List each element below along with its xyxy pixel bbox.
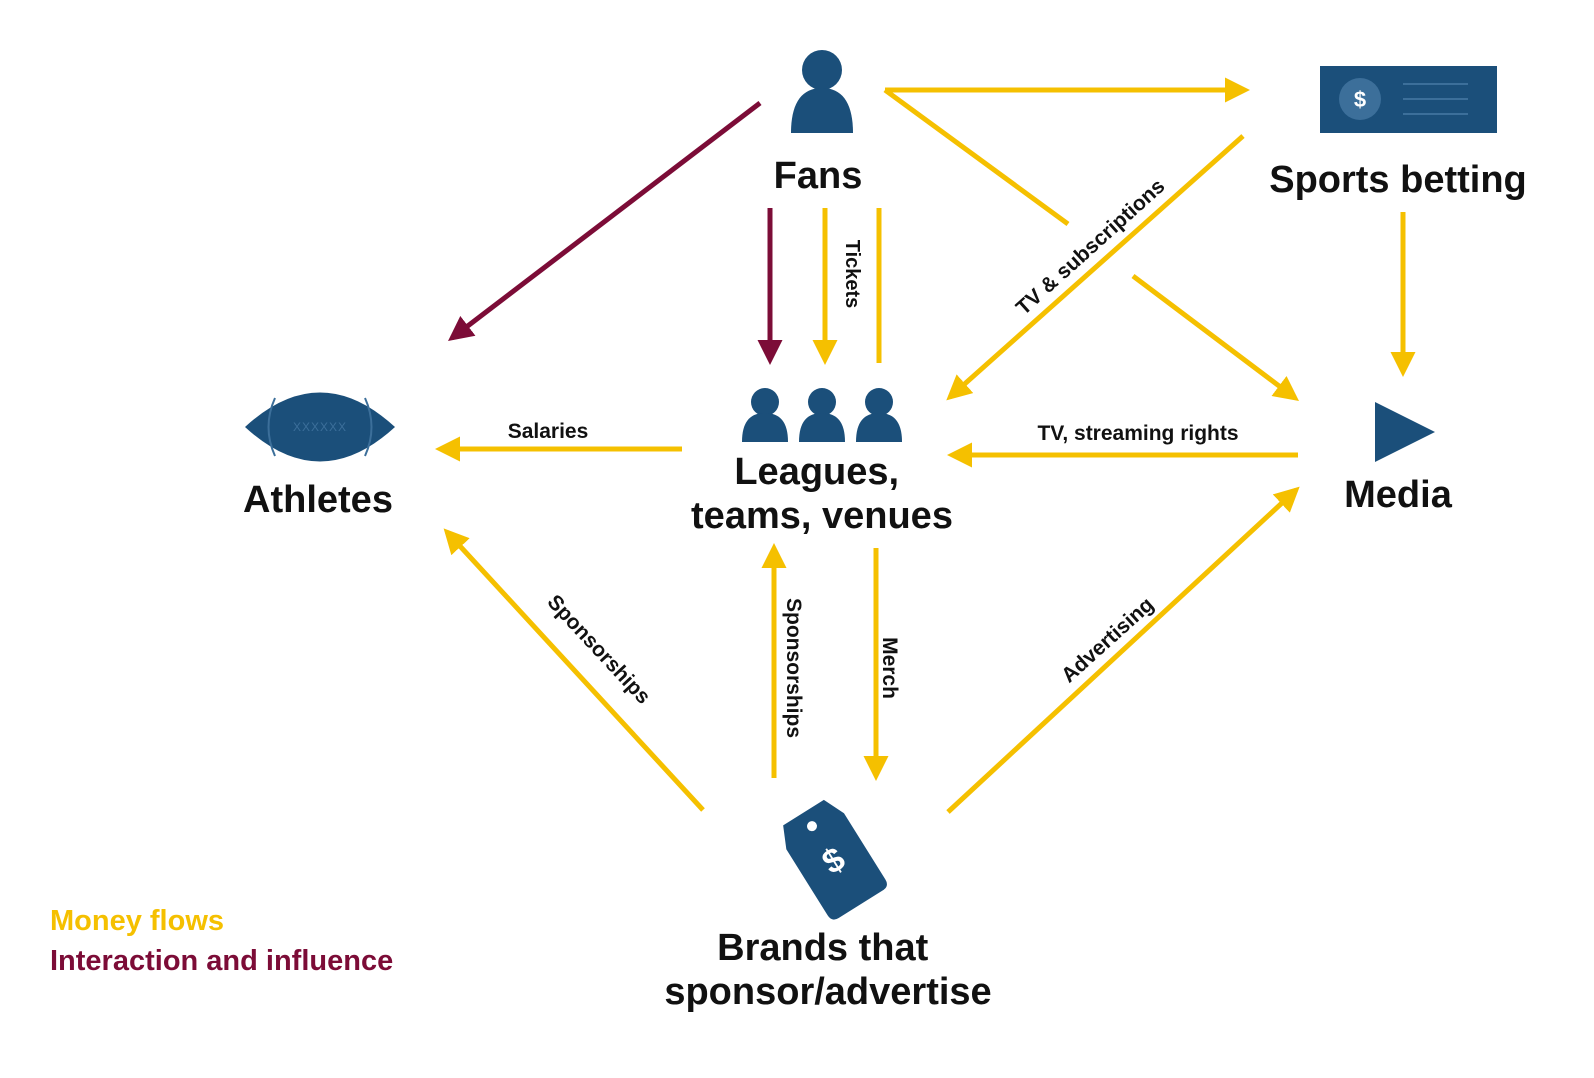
node-brands: $ Brands that sponsor/advertise (664, 799, 992, 1013)
leagues-label-line-2: teams, venues (691, 495, 953, 537)
label-merch: Merch (878, 637, 901, 699)
football-laces: XXXXXX (293, 420, 347, 434)
node-sports-betting: $ Sports betting (1269, 66, 1527, 201)
dollar-symbol: $ (1354, 87, 1366, 112)
play-icon (1375, 402, 1435, 462)
node-athletes: XXXXXX Athletes (243, 392, 395, 521)
legend: Money flows Interaction and influence (50, 905, 393, 977)
legend-interaction-influence: Interaction and influence (50, 945, 393, 977)
brands-label: Brands that sponsor/advertise (664, 927, 991, 1013)
label-tickets: Tickets (841, 240, 863, 309)
sports-betting-label: Sports betting (1269, 159, 1527, 201)
node-fans: Fans (774, 50, 863, 197)
arrow-fans-to-media-part1 (883, 87, 1070, 227)
label-advertising: Advertising (1057, 593, 1158, 687)
arrow-fans-to-athletes (448, 101, 762, 342)
arrow-brands-to-media (946, 486, 1300, 814)
node-leagues: Leagues, teams, venues (691, 388, 953, 537)
media-label: Media (1344, 474, 1453, 516)
person-icon (791, 50, 853, 133)
arrow-betting-to-leagues (946, 134, 1245, 401)
banknote-icon: $ (1320, 66, 1497, 133)
fans-label: Fans (774, 155, 863, 197)
node-media: Media (1344, 402, 1453, 516)
leagues-label-line-1: Leagues, (734, 451, 899, 493)
label-sponsorships-leagues: Sponsorships (782, 598, 805, 738)
money-arrows (435, 77, 1416, 814)
arrow-fans-to-media-part2 (1131, 274, 1299, 402)
arrow-brands-to-athletes (443, 528, 705, 812)
football-icon: XXXXXX (245, 392, 395, 462)
price-tag-icon: $ (783, 799, 887, 920)
label-salaries: Salaries (508, 420, 589, 443)
brands-label-line-2: sponsor/advertise (664, 971, 991, 1013)
label-tv-subscriptions: TV & subscriptions (1012, 175, 1170, 320)
label-tv-streaming-rights: TV, streaming rights (1037, 422, 1238, 445)
label-sponsorships-athletes: Sponsorships (543, 591, 655, 709)
legend-money-flows: Money flows (50, 905, 224, 937)
leagues-label: Leagues, teams, venues (691, 451, 953, 537)
brands-label-line-1: Brands that (717, 927, 928, 969)
influence-arrows (448, 101, 783, 365)
athletes-label: Athletes (243, 479, 393, 521)
group-icon (742, 388, 902, 442)
